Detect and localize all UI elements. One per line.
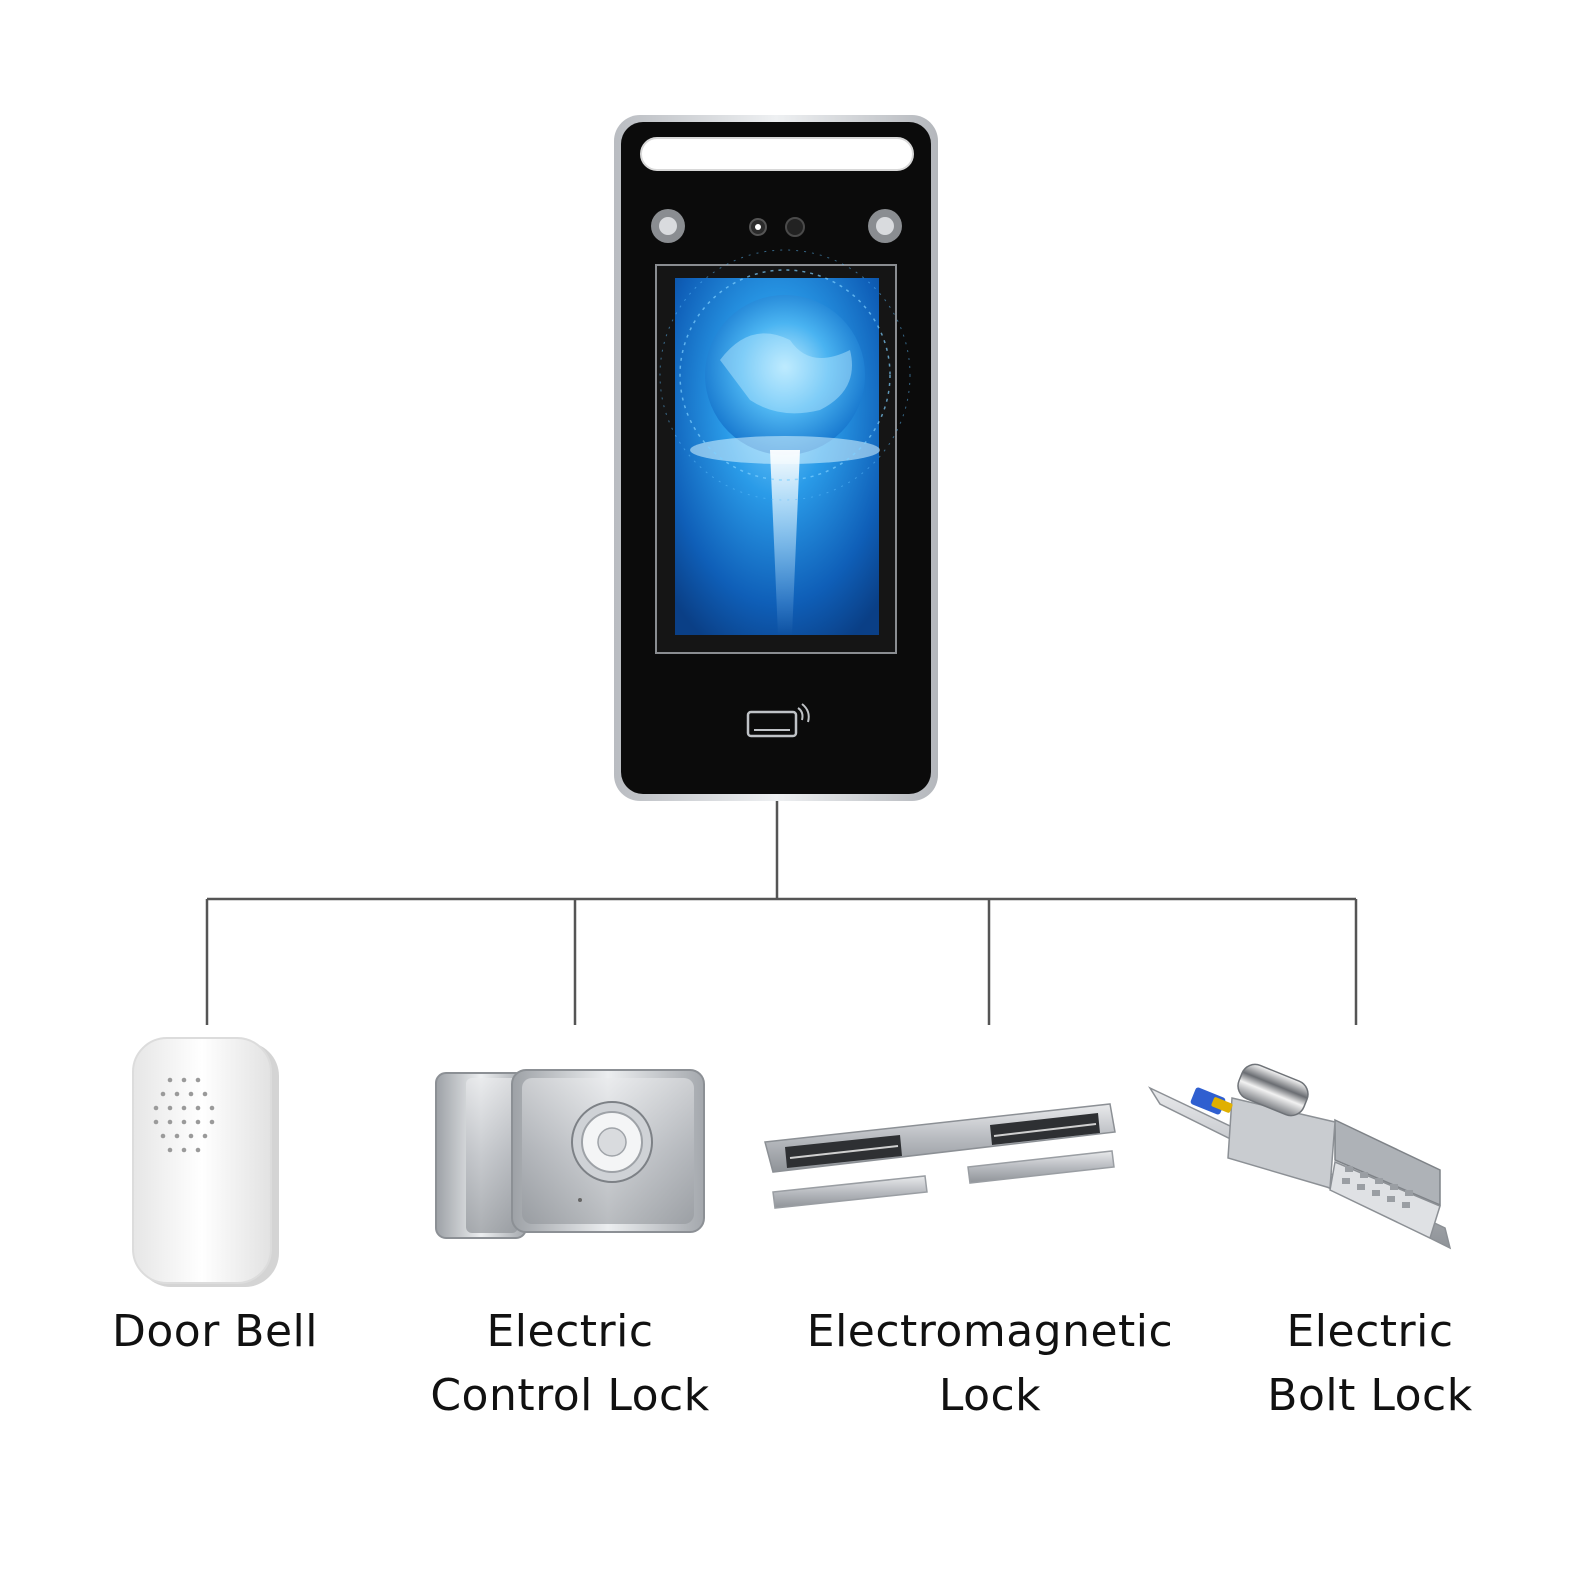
label-electromagnetic-lock-line-2: Lock (938, 1370, 1042, 1421)
electric-bolt-lock-icon (1148, 1063, 1452, 1250)
label-electric-bolt-lock-line-1: Electric (1286, 1306, 1454, 1357)
label-door-bell-line-1: Door Bell (111, 1306, 318, 1357)
label-door-bell: Door Bell (60, 1300, 370, 1364)
label-electric-control-lock: Electric Control Lock (400, 1300, 740, 1428)
screen-globe (659, 249, 911, 635)
door-bell-icon (132, 1037, 279, 1287)
label-electric-bolt-lock-line-2: Bolt Lock (1267, 1370, 1473, 1421)
label-electric-control-lock-line-1: Electric (486, 1306, 654, 1357)
label-electric-control-lock-line-2: Control Lock (430, 1370, 710, 1421)
label-electric-bolt-lock: Electric Bolt Lock (1230, 1300, 1510, 1428)
connector-lines (205, 801, 1358, 1025)
face-terminal-icon (614, 115, 938, 801)
label-electromagnetic-lock-line-1: Electromagnetic (806, 1306, 1174, 1357)
electric-control-lock-icon (435, 1069, 705, 1239)
electromagnetic-lock-icon (764, 1103, 1116, 1209)
label-electromagnetic-lock: Electromagnetic Lock (780, 1300, 1200, 1428)
